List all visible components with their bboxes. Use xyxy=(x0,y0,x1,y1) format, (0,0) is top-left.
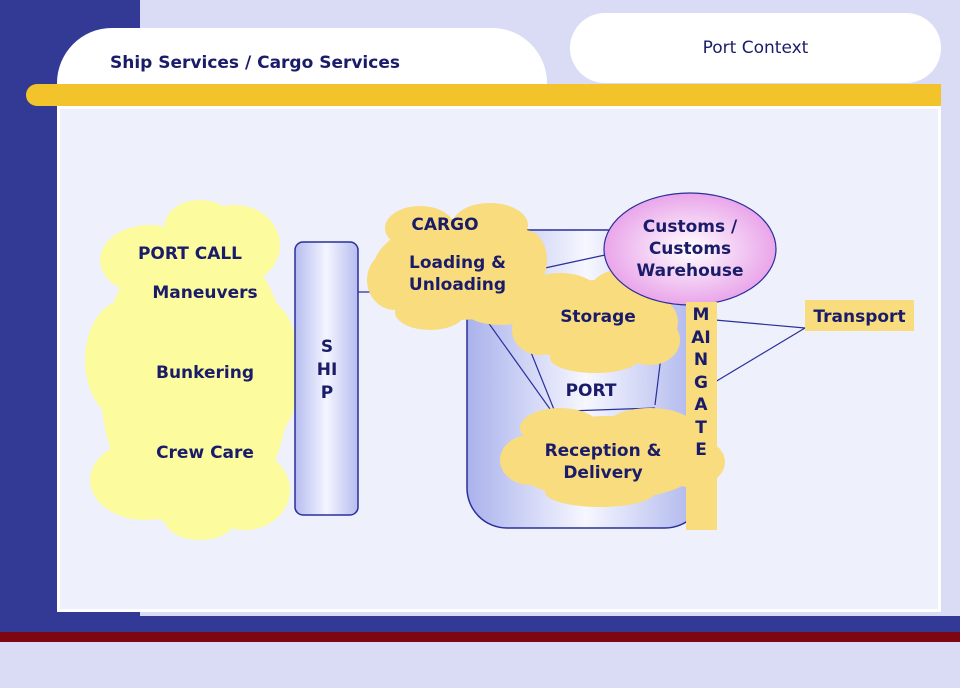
loading-unloading-label: Loading & Unloading xyxy=(408,253,507,295)
main-gate-label: MAIN GATE xyxy=(691,305,711,460)
crew-care-label: Crew Care xyxy=(156,443,254,463)
maneuvers-label: Maneuvers xyxy=(152,283,258,303)
accent-bar xyxy=(26,84,941,106)
port-label: PORT xyxy=(565,381,617,401)
storage-label: Storage xyxy=(560,307,636,327)
context-label: Port Context xyxy=(702,38,809,58)
context-pill xyxy=(570,13,941,83)
cargo-title: CARGO xyxy=(411,215,479,235)
customs-label: Customs / Customs Warehouse xyxy=(636,217,744,281)
port-call-cloud xyxy=(85,200,300,540)
transport-label: Transport xyxy=(813,307,906,327)
ship-box xyxy=(294,241,359,516)
port-call-title: PORT CALL xyxy=(137,244,243,264)
transport-box xyxy=(805,300,914,331)
reception-cloud xyxy=(500,408,725,507)
storage-cloud xyxy=(512,268,680,373)
footer-band xyxy=(0,616,960,632)
slide-title: Ship Services / Cargo Services xyxy=(110,53,400,73)
bunkering-label: Bunkering xyxy=(155,363,255,383)
reception-delivery-label: Reception & Delivery xyxy=(544,441,662,483)
footer-red-line xyxy=(0,632,960,642)
main-gate-bar xyxy=(686,302,717,530)
ship-label: SHIP xyxy=(316,337,338,403)
